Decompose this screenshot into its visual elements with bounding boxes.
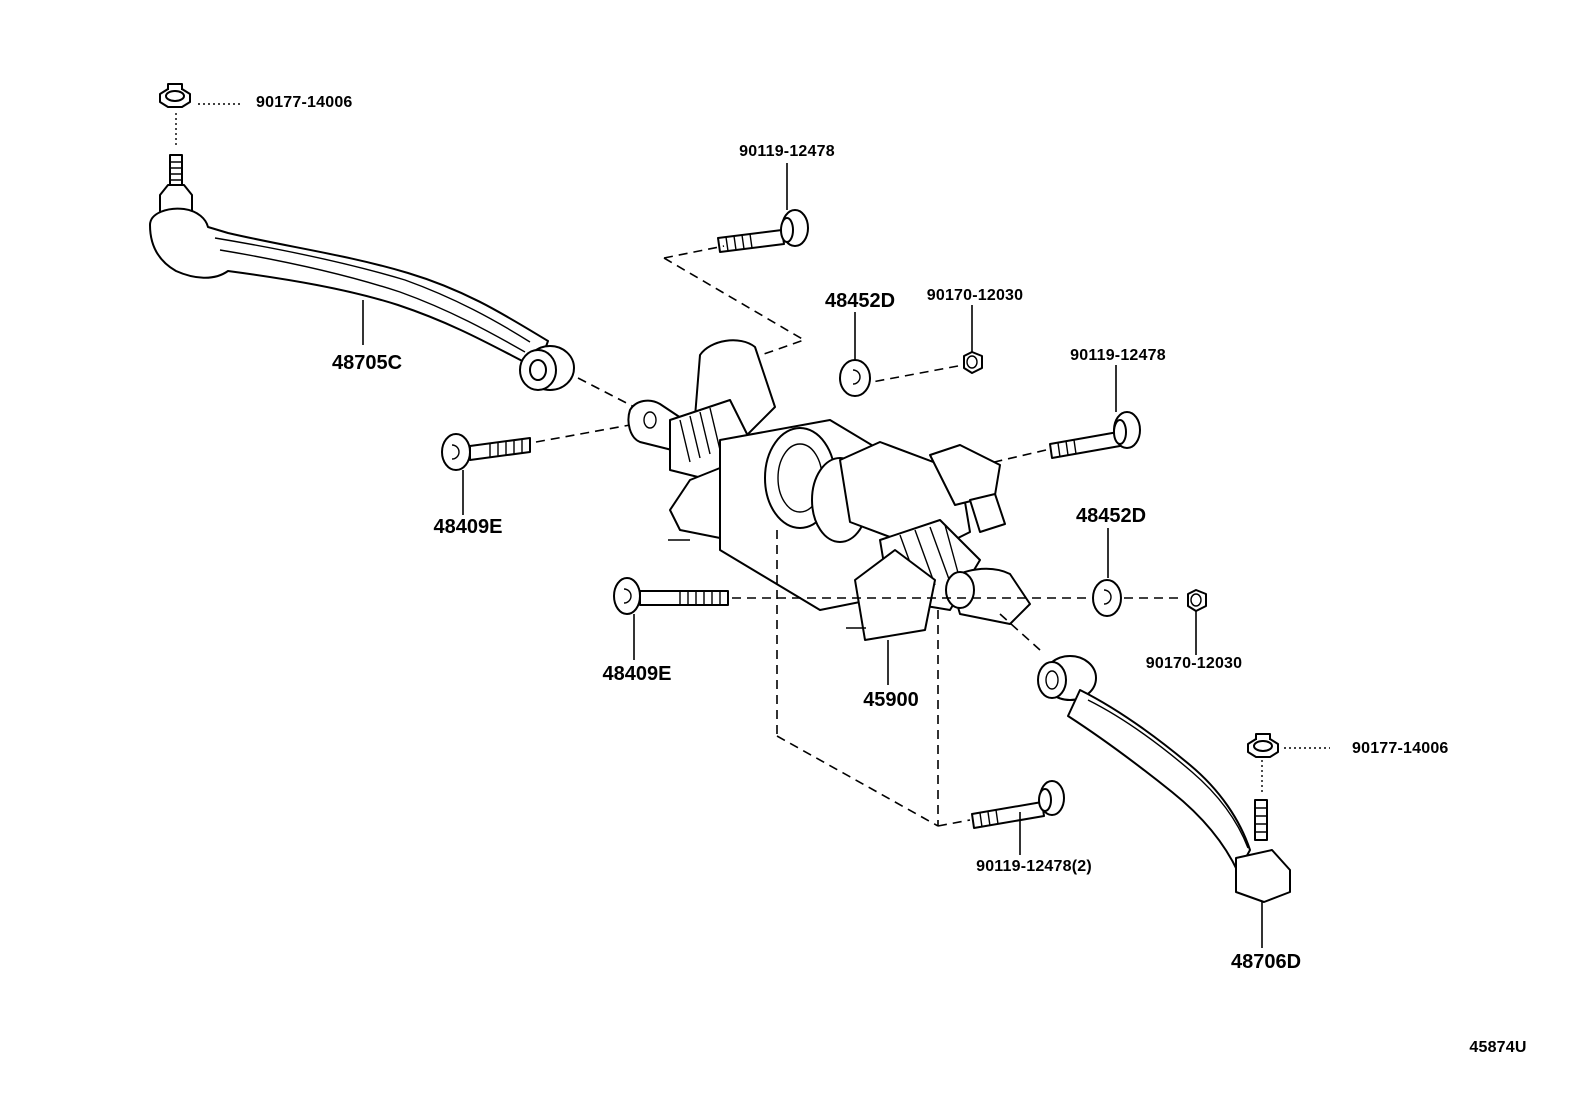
label-nut-upper: 90170-12030 <box>926 287 1024 304</box>
bolt-top <box>663 163 809 355</box>
label-bolt-left-upper: 48409E <box>433 516 503 538</box>
label-bolt-right-upper: 90119-12478 <box>1070 347 1166 364</box>
figure-code: 45874U <box>1469 1039 1527 1056</box>
tie-rod-left <box>149 154 575 391</box>
bushing-lower <box>1092 528 1122 617</box>
nut-lower <box>1124 589 1207 655</box>
label-tie-rod-left: 48705C <box>331 352 403 374</box>
label-nut-top-left: 90177-14006 <box>256 94 353 111</box>
label-bolt-left-lower: 48409E <box>602 663 672 685</box>
label-tie-rod-right: 48706D <box>1230 951 1302 973</box>
label-bolt-top: 90119-12478 <box>739 143 835 160</box>
label-nut-lower: 90170-12030 <box>1145 655 1243 672</box>
nut-right <box>1247 733 1330 792</box>
bolt-bottom <box>971 780 1065 855</box>
nut-top-left <box>159 83 242 148</box>
bushing-upper <box>839 312 871 397</box>
label-actuator: 45900 <box>863 689 919 711</box>
label-bushing-lower: 48452D <box>1075 505 1147 527</box>
nut-upper <box>871 305 983 383</box>
label-nut-right: 90177-14006 <box>1352 740 1449 757</box>
bolt-right-upper <box>959 365 1141 471</box>
steering-actuator <box>627 339 1031 685</box>
label-bolt-bottom: 90119-12478(2) <box>976 858 1092 875</box>
bolt-left-upper <box>441 377 641 515</box>
bolt-left-lower <box>613 577 1090 660</box>
tie-rod-right <box>999 613 1291 948</box>
bottom-dashed-guide <box>776 530 971 827</box>
label-bushing-upper: 48452D <box>824 290 896 312</box>
